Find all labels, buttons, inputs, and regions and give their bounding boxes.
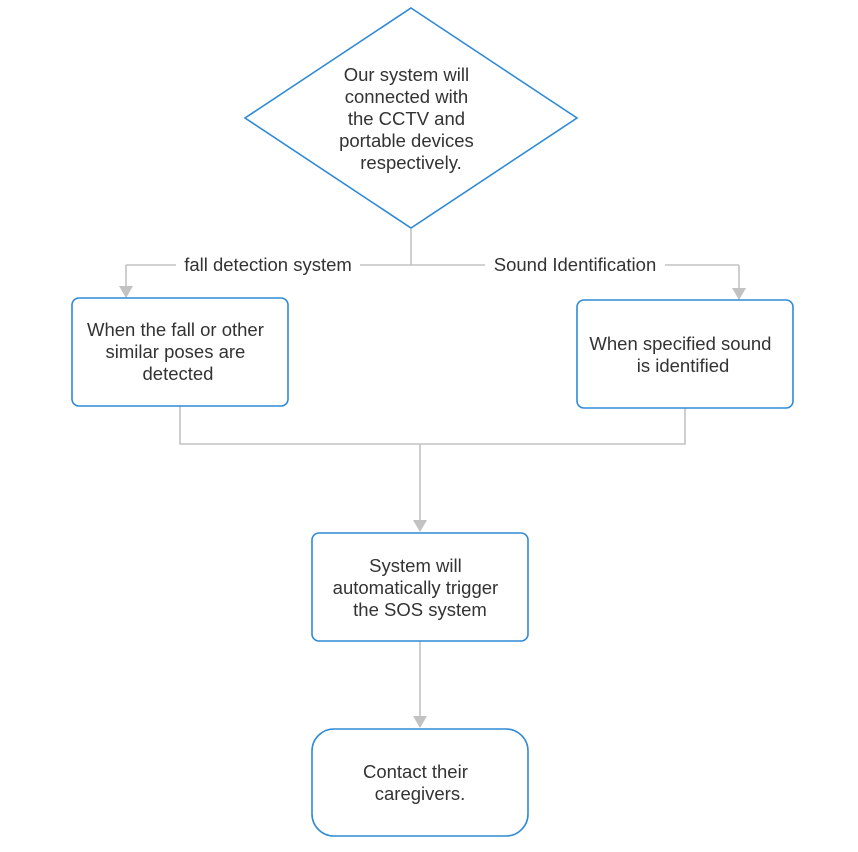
arrowhead-contact <box>413 716 427 728</box>
sos-line: automatically trigger <box>333 577 499 598</box>
fall-line: When the fall or other <box>87 319 264 340</box>
edge-label-fall-bg <box>176 253 360 277</box>
decision-node: Our system will connected with the CCTV … <box>243 7 579 229</box>
contact-box <box>311 728 529 837</box>
edge-label-sound-bg <box>485 253 665 277</box>
edge-label-sound: Sound Identification <box>494 254 657 275</box>
sound-line: When specified sound <box>589 333 771 354</box>
connector-sound-down <box>420 408 686 445</box>
arrowhead-sound <box>732 288 746 300</box>
contact-line: Contact their <box>363 761 468 782</box>
connectors <box>125 229 740 720</box>
contact-node: Contact their caregivers. <box>311 728 529 837</box>
sos-node: System will automatically trigger the SO… <box>311 532 529 642</box>
sos-text: System will automatically trigger the SO… <box>333 555 504 620</box>
sos-line: System will <box>369 555 462 576</box>
fall-box <box>71 297 289 407</box>
sos-line: the SOS system <box>353 599 487 620</box>
decision-diamond <box>243 7 579 229</box>
fall-line: similar poses are <box>106 341 246 362</box>
sound-text: When specified sound is identified <box>589 333 776 376</box>
decision-text: Our system will connected with the CCTV … <box>339 64 479 173</box>
arrowheads <box>119 286 746 728</box>
connector-fall-down <box>179 406 420 445</box>
decision-line: portable devices <box>339 130 474 151</box>
fall-node: When the fall or other similar poses are… <box>71 297 289 407</box>
sound-box <box>576 299 794 409</box>
fall-line: detected <box>143 363 214 384</box>
decision-line: the CCTV and <box>348 108 465 129</box>
arrowhead-sos <box>413 520 427 532</box>
sound-line: is identified <box>637 355 730 376</box>
edge-label-fall: fall detection system <box>184 254 352 275</box>
contact-line: caregivers. <box>375 783 465 804</box>
decision-line: connected with <box>345 86 468 107</box>
fall-text: When the fall or other similar poses are… <box>87 319 269 384</box>
decision-line: Our system will <box>344 64 469 85</box>
arrowhead-fall <box>119 286 133 298</box>
sound-node: When specified sound is identified <box>576 299 794 409</box>
sos-box <box>311 532 529 642</box>
contact-text: Contact their caregivers. <box>363 761 473 804</box>
decision-line: respectively. <box>360 152 461 173</box>
